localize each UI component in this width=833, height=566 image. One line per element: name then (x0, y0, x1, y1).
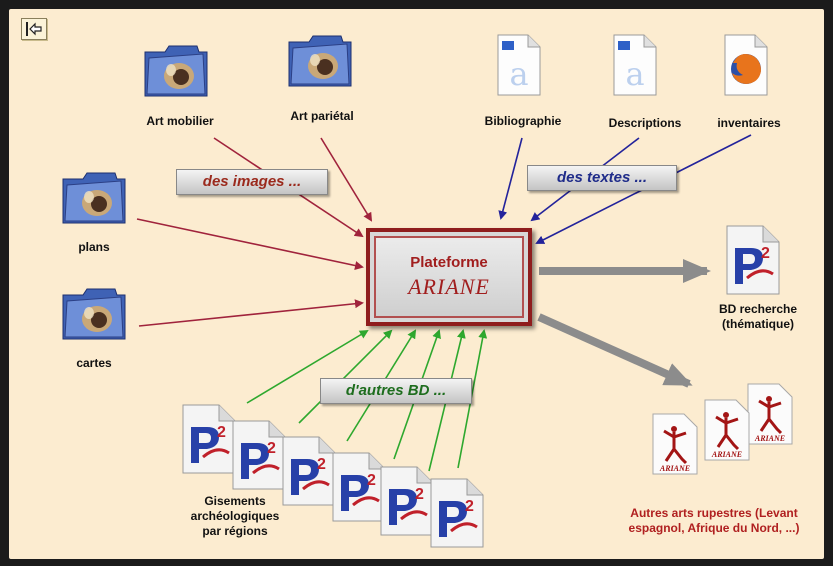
p2-database-document-icon[interactable]: 2 (375, 463, 439, 539)
svg-text:a: a (509, 55, 528, 93)
firefox-document-icon[interactable] (721, 33, 771, 97)
text-document-icon[interactable]: a (610, 33, 660, 97)
banner-des-images: des images ... (176, 169, 328, 195)
ariane-document-icon[interactable]: ARIANE (745, 381, 795, 447)
back-button[interactable] (21, 18, 47, 40)
text-document-icon[interactable]: a (494, 33, 544, 97)
banner-autres-bd: d'autres BD ... (320, 378, 472, 404)
p2-database-document-icon[interactable]: 2 (277, 433, 341, 509)
platform-title: Plateforme (410, 254, 488, 271)
p2-database-document-icon[interactable]: 2 (227, 417, 291, 493)
banner-des-textes: des textes ... (527, 165, 677, 191)
back-arrow-icon (26, 22, 42, 36)
node-label-bibliographie: Bibliographie (484, 114, 562, 128)
node-label-descriptions: Descriptions (608, 116, 682, 130)
svg-text:2: 2 (465, 498, 474, 515)
svg-text:2: 2 (367, 472, 376, 489)
p2-database-document-icon[interactable]: 2 (425, 475, 489, 551)
svg-text:a: a (625, 55, 644, 93)
svg-text:ARIANE: ARIANE (711, 450, 742, 459)
diagram-canvas: a a 2 2 2 2 2 (9, 9, 824, 559)
svg-text:2: 2 (415, 486, 424, 503)
p2-database-document-icon[interactable]: 2 (721, 222, 785, 298)
svg-text:2: 2 (317, 456, 326, 473)
node-label-art-parietal: Art pariétal (290, 109, 354, 123)
svg-text:2: 2 (267, 440, 276, 457)
svg-text:2: 2 (761, 245, 770, 262)
ariane-document-icon[interactable]: ARIANE (702, 397, 752, 463)
node-label-inventaires: inventaires (717, 116, 781, 130)
platform-ariane-box[interactable]: Plateforme ARIANE (366, 228, 532, 326)
svg-text:ARIANE: ARIANE (659, 464, 690, 473)
svg-text:ARIANE: ARIANE (754, 434, 785, 443)
node-label-bd-recherche: BD recherche (thématique) (718, 302, 798, 331)
ariane-document-icon[interactable]: ARIANE (650, 411, 700, 477)
p2-database-document-icon[interactable]: 2 (177, 401, 241, 477)
platform-subtitle: ARIANE (408, 274, 490, 299)
platform-inner-frame: Plateforme ARIANE (374, 236, 524, 318)
svg-text:2: 2 (217, 424, 226, 441)
folder-icon[interactable] (141, 40, 211, 100)
node-label-art-mobilier: Art mobilier (146, 114, 214, 128)
folder-icon[interactable] (59, 283, 129, 343)
node-label-gisements: Gisements archéologiques par régions (190, 494, 280, 538)
node-label-cartes: cartes (76, 356, 112, 370)
node-label-autres-arts: Autres arts rupestres (Levant espagnol, … (628, 506, 800, 535)
p2-database-document-icon[interactable]: 2 (327, 449, 391, 525)
folder-icon[interactable] (59, 167, 129, 227)
node-label-plans: plans (78, 240, 110, 254)
folder-icon[interactable] (285, 30, 355, 90)
